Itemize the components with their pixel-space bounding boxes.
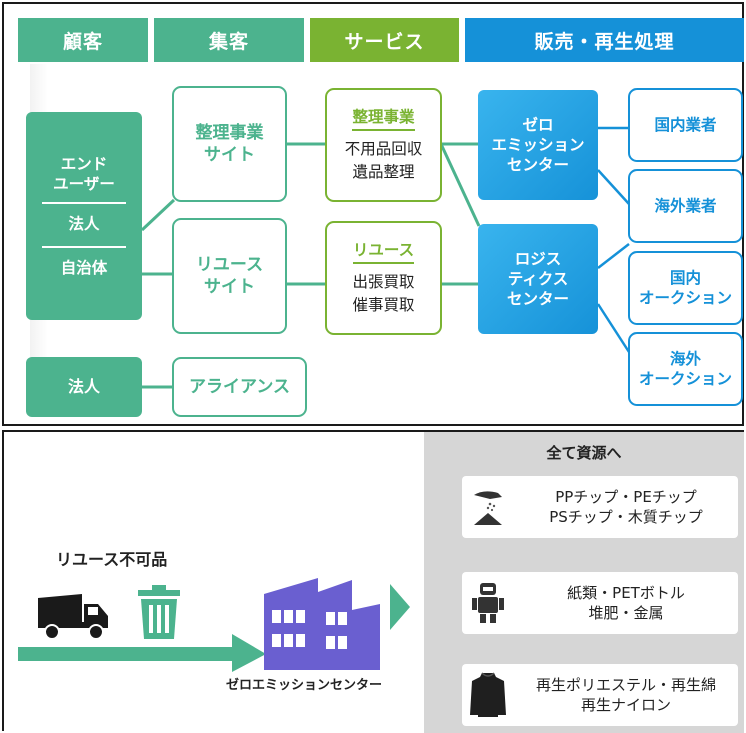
resource-text-fabric: 再生ポリエステル・再生綿 再生ナイロン [535, 675, 716, 714]
service-reuse-title: リユース [352, 240, 415, 265]
header-attract: 集客 [154, 18, 304, 62]
center-zero-emission: ゼロ エミッション センター [478, 90, 598, 200]
chips-icon [474, 491, 502, 525]
customer-divider [42, 202, 126, 204]
site-alliance: アライアンス [172, 357, 307, 417]
customer-municipality: 自治体 [60, 259, 108, 278]
robot-icon [472, 583, 504, 623]
customer-corporation-box: 法人 [26, 357, 142, 417]
customer-divider [42, 246, 126, 249]
service-seiri: 整理事業 不用品回収 遺品整理 [325, 88, 442, 202]
outlet-overseas-auction: 海外 オークション [628, 332, 743, 406]
service-reuse-lines: 出張買取 催事買取 [352, 273, 415, 314]
dump-truck-icon [38, 594, 108, 640]
outlet-overseas-dealer: 海外業者 [628, 169, 743, 243]
flow-arrow-icon [18, 634, 266, 672]
service-seiri-title: 整理事業 [352, 107, 415, 132]
header-customer: 顧客 [18, 18, 148, 62]
resources-title: 全て資源へ [546, 444, 622, 462]
jacket-icon [470, 672, 506, 717]
outlet-domestic-auction: 国内 オークション [628, 251, 743, 325]
non-reusable-label: リユース不可品 [56, 550, 168, 569]
connector-lines [140, 126, 631, 389]
resource-card-fabric: 再生ポリエステル・再生綿 再生ナイロン [462, 664, 738, 726]
outlet-domestic-dealer: 国内業者 [628, 88, 743, 162]
center-logistics: ロジス ティクス センター [478, 224, 598, 334]
site-reuse: リユース サイト [172, 218, 287, 334]
trash-can-icon [138, 585, 180, 639]
resource-card-paper: 紙類・PETボトル 堆肥・金属 [462, 572, 738, 634]
customer-corporation: 法人 [68, 215, 100, 233]
resource-card-chips: PPチップ・PEチップ PSチップ・木質チップ [462, 476, 738, 538]
zero-center-label: ゼロエミッションセンター [226, 678, 383, 693]
customer-end-user: エンド ユーザー [53, 154, 115, 193]
customer-group-box: エンド ユーザー 法人 自治体 [26, 112, 142, 320]
business-flow-diagram: 顧客 集客 サービス 販売・再生処理 エンド ユーザー 法人 自治体 [2, 2, 744, 426]
resource-text-chips: PPチップ・PEチップ PSチップ・木質チップ [549, 487, 703, 526]
chevron-right-icon [390, 584, 410, 630]
factory-icon [264, 578, 380, 670]
resource-text-paper: 紙類・PETボトル 堆肥・金属 [567, 583, 685, 622]
header-sales: 販売・再生処理 [465, 18, 744, 62]
service-reuse: リユース 出張買取 催事買取 [325, 221, 442, 335]
service-seiri-lines: 不用品回収 遺品整理 [344, 140, 423, 181]
resource-recycling-diagram: 全て資源へ リユース不可品 ゼロエミッションセンター [2, 430, 744, 733]
header-service: サービス [310, 18, 459, 62]
site-seiri: 整理事業 サイト [172, 86, 287, 202]
